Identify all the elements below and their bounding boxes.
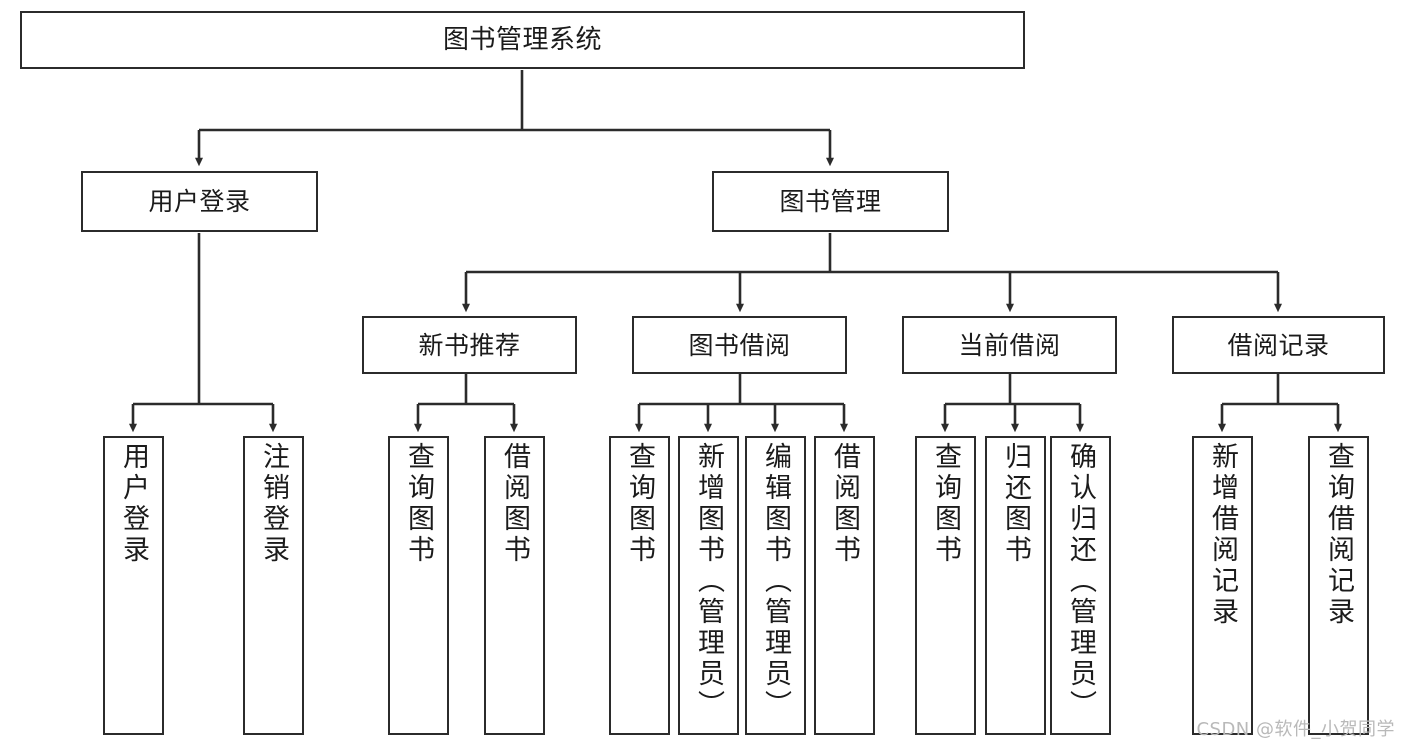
leaf-label: 新增图书（管理员） [693,442,724,721]
leaf-book-borrow-query[interactable]: 查询图书 [609,436,670,735]
leaf-label: 查询图书 [403,442,434,566]
node-root-label: 图书管理系统 [442,24,602,55]
leaf-label: 注销登录 [258,442,289,566]
leaf-label: 新增借阅记录 [1207,442,1238,628]
node-new-book-recommendation[interactable]: 新书推荐 [362,316,577,374]
node-book-management-label: 图书管理 [779,187,882,216]
leaf-label: 查询图书 [930,442,961,566]
node-book-management[interactable]: 图书管理 [712,171,949,232]
leaf-current-borrow-return[interactable]: 归还图书 [985,436,1046,735]
leaf-book-borrow-add[interactable]: 新增图书（管理员） [678,436,739,735]
node-current-borrowing[interactable]: 当前借阅 [902,316,1117,374]
node-current-borrowing-label: 当前借阅 [958,330,1061,360]
node-root[interactable]: 图书管理系统 [20,11,1025,69]
node-user-login[interactable]: 用户登录 [81,171,318,232]
leaf-label: 用户登录 [118,442,149,566]
watermark: CSDN @软件_小贺同学 [1196,719,1395,740]
leaf-borrow-record-add[interactable]: 新增借阅记录 [1192,436,1253,735]
leaf-label: 查询图书 [624,442,655,566]
leaf-user-login-logout[interactable]: 注销登录 [243,436,304,735]
leaf-new-book-query[interactable]: 查询图书 [388,436,449,735]
leaf-borrow-record-query[interactable]: 查询借阅记录 [1308,436,1369,735]
leaf-label: 借阅图书 [829,442,860,566]
leaf-label: 编辑图书（管理员） [760,442,791,721]
leaf-current-borrow-confirm-return[interactable]: 确认归还（管理员） [1050,436,1111,735]
leaf-label: 借阅图书 [499,442,530,566]
leaf-user-login-login[interactable]: 用户登录 [103,436,164,735]
node-book-borrowing-label: 图书借阅 [688,330,791,360]
leaf-label: 确认归还（管理员） [1065,442,1096,721]
node-user-login-label: 用户登录 [148,187,251,216]
node-borrow-record[interactable]: 借阅记录 [1172,316,1385,374]
leaf-new-book-borrow[interactable]: 借阅图书 [484,436,545,735]
leaf-current-borrow-query[interactable]: 查询图书 [915,436,976,735]
leaf-label: 查询借阅记录 [1323,442,1354,628]
leaf-book-borrow-edit[interactable]: 编辑图书（管理员） [745,436,806,735]
leaf-book-borrow-borrow[interactable]: 借阅图书 [814,436,875,735]
node-book-borrowing[interactable]: 图书借阅 [632,316,847,374]
node-new-book-recommendation-label: 新书推荐 [418,330,521,360]
leaf-label: 归还图书 [1000,442,1031,566]
node-borrow-record-label: 借阅记录 [1227,330,1330,360]
